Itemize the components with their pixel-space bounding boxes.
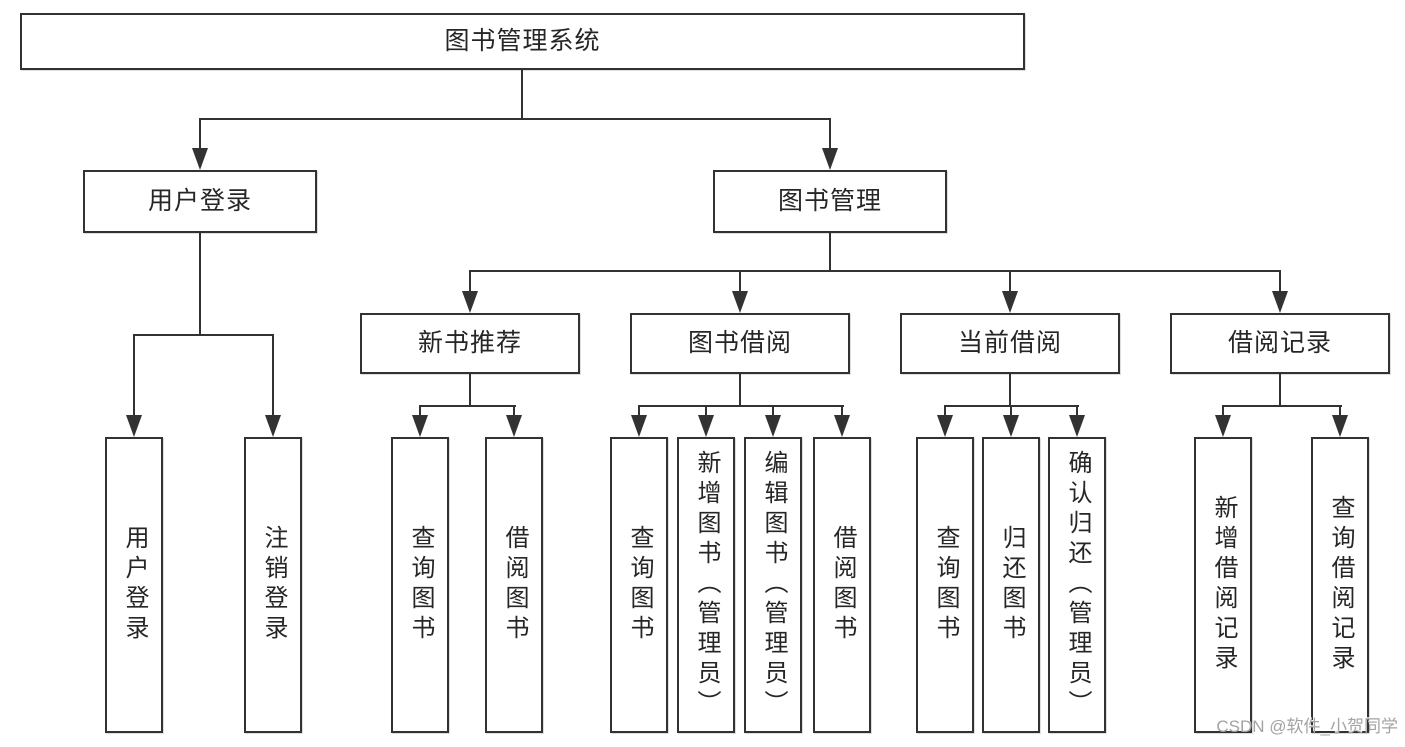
connector-recommend-branch xyxy=(419,405,516,407)
connector-to-leaf-user-login xyxy=(133,334,135,417)
connector-to-leaf-add-record xyxy=(1222,405,1224,417)
connector-to-user-login xyxy=(199,118,201,150)
node-current-borrow: 当前借阅 xyxy=(900,313,1120,374)
leaf-add-books-admin: 新增图书（管理员） xyxy=(677,437,735,733)
arrowhead-leaf-query-record xyxy=(1332,415,1348,437)
arrowhead-leaf-confirm-return xyxy=(1069,415,1085,437)
leaf-add-borrow-record: 新增借阅记录 xyxy=(1194,437,1252,733)
arrowhead-leaf-user-login xyxy=(126,415,142,437)
arrowhead-new-book-recommend xyxy=(462,291,478,313)
arrowhead-leaf-logout xyxy=(265,415,281,437)
connector-to-leaf-borrow-recommend xyxy=(513,405,515,417)
node-new-book-recommend: 新书推荐 xyxy=(360,313,580,374)
arrowhead-book-management xyxy=(822,148,838,170)
node-book-borrow: 图书借阅 xyxy=(630,313,850,374)
arrowhead-leaf-add-record xyxy=(1215,415,1231,437)
connector-recommend-drop xyxy=(469,374,471,407)
connector-to-leaf-confirm-return xyxy=(1076,405,1078,417)
leaf-edit-books-admin: 编辑图书（管理员） xyxy=(744,437,802,733)
arrowhead-leaf-query-current xyxy=(937,415,953,437)
arrowhead-leaf-return-books xyxy=(1003,415,1019,437)
connector-to-current-borrow xyxy=(1009,270,1011,294)
connector-to-leaf-query-recommend xyxy=(419,405,421,417)
connector-user-login-drop xyxy=(199,233,201,336)
leaf-query-borrow-record: 查询借阅记录 xyxy=(1311,437,1369,733)
connector-to-leaf-query-record xyxy=(1339,405,1341,417)
node-book-management: 图书管理 xyxy=(713,170,947,233)
leaf-borrow-books-recommend: 借阅图书 xyxy=(485,437,543,733)
arrowhead-user-login xyxy=(192,148,208,170)
connector-to-book-management xyxy=(829,118,831,150)
node-borrow-records: 借阅记录 xyxy=(1170,313,1390,374)
connector-records-drop xyxy=(1279,374,1281,407)
connector-records-branch xyxy=(1222,405,1342,407)
connector-root-drop xyxy=(521,70,523,120)
arrowhead-leaf-query-recommend xyxy=(412,415,428,437)
leaf-logout: 注销登录 xyxy=(244,437,302,733)
connector-user-login-branch xyxy=(133,334,274,336)
connector-to-leaf-query-current xyxy=(944,405,946,417)
connector-to-leaf-add-books xyxy=(705,405,707,417)
arrowhead-leaf-query-borrow xyxy=(631,415,647,437)
leaf-query-books-recommend: 查询图书 xyxy=(391,437,449,733)
arrowhead-current-borrow xyxy=(1002,291,1018,313)
connector-to-leaf-borrow-books xyxy=(841,405,843,417)
leaf-return-books: 归还图书 xyxy=(982,437,1040,733)
arrowhead-leaf-add-books xyxy=(698,415,714,437)
connector-borrow-drop xyxy=(739,374,741,407)
connector-to-leaf-logout xyxy=(272,334,274,417)
connector-to-borrow-records xyxy=(1279,270,1281,294)
arrowhead-leaf-borrow-books xyxy=(834,415,850,437)
node-root: 图书管理系统 xyxy=(20,13,1025,70)
connector-current-drop xyxy=(1009,374,1011,407)
connector-to-new-book-recommend xyxy=(469,270,471,294)
arrowhead-leaf-edit-books xyxy=(765,415,781,437)
connector-to-leaf-edit-books xyxy=(772,405,774,417)
leaf-query-books-borrow: 查询图书 xyxy=(610,437,668,733)
connector-borrow-branch xyxy=(638,405,844,407)
leaf-borrow-books: 借阅图书 xyxy=(813,437,871,733)
connector-to-leaf-return-books xyxy=(1010,405,1012,417)
connector-book-management-drop xyxy=(829,233,831,272)
connector-to-leaf-query-borrow xyxy=(638,405,640,417)
arrowhead-borrow-records xyxy=(1272,291,1288,313)
leaf-confirm-return-admin: 确认归还（管理员） xyxy=(1048,437,1106,733)
leaf-query-books-current: 查询图书 xyxy=(916,437,974,733)
node-user-login: 用户登录 xyxy=(83,170,317,233)
csdn-watermark: CSDN @软件_小贺同学 xyxy=(1216,717,1398,736)
connector-to-book-borrow xyxy=(739,270,741,294)
connector-root-branch xyxy=(199,118,831,120)
arrowhead-leaf-borrow-recommend xyxy=(506,415,522,437)
arrowhead-book-borrow xyxy=(732,291,748,313)
leaf-user-login: 用户登录 xyxy=(105,437,163,733)
connector-book-management-branch xyxy=(469,270,1281,272)
